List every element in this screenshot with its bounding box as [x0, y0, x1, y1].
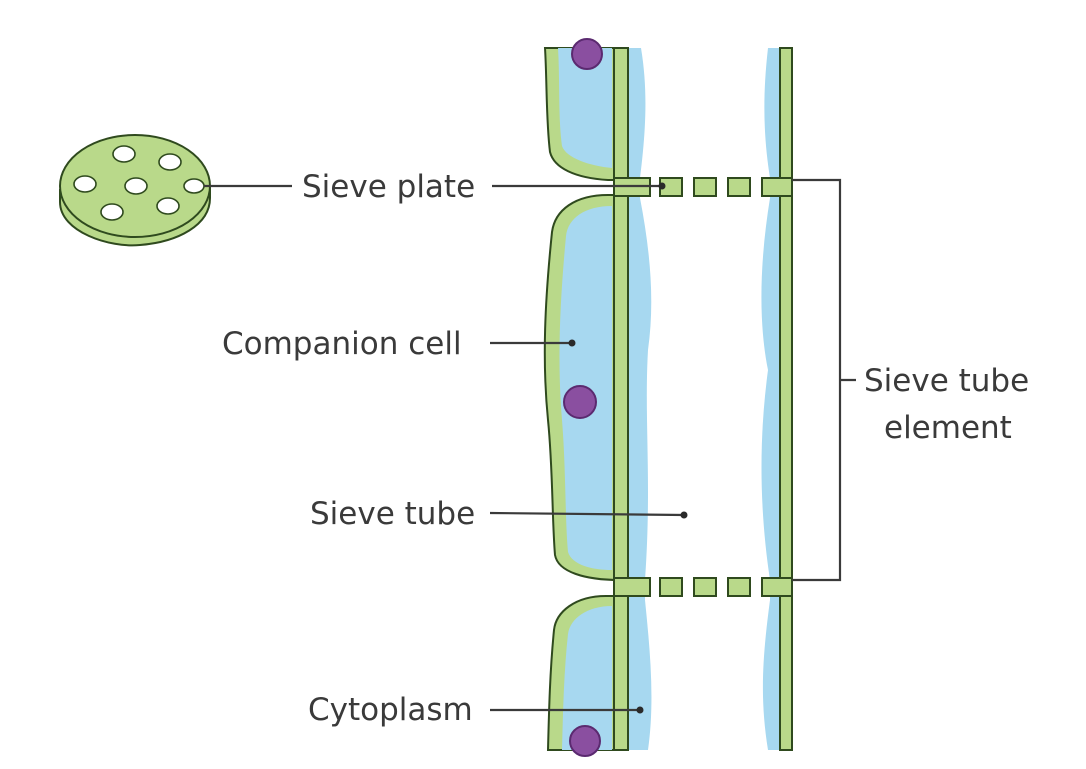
label-sieve-tube-element-line2: element: [884, 410, 1012, 446]
label-cytoplasm: Cytoplasm: [308, 692, 473, 728]
leader-sieve-tube: [489, 511, 688, 519]
sieve-plate-lower: [613, 577, 793, 597]
leader-companion-cell: [490, 339, 576, 347]
label-sieve-tube-element-line1: Sieve tube: [864, 363, 1029, 399]
leader-sieve-plate: [204, 182, 666, 190]
leader-cytoplasm: [490, 706, 644, 714]
label-sieve-plate: Sieve plate: [302, 169, 475, 205]
label-sieve-tube: Sieve tube: [310, 496, 475, 532]
companion-cell-middle: [543, 194, 621, 582]
label-companion-cell: Companion cell: [222, 326, 462, 362]
sieve-plate-disc: [59, 134, 211, 247]
sieve-tube-right-wall: [761, 47, 793, 751]
companion-cell-upper: [543, 38, 621, 181]
companion-cell-lower: [546, 595, 621, 757]
sieve-tube-element-bracket: [792, 178, 856, 582]
sieve-tube-left-wall: [613, 47, 652, 751]
